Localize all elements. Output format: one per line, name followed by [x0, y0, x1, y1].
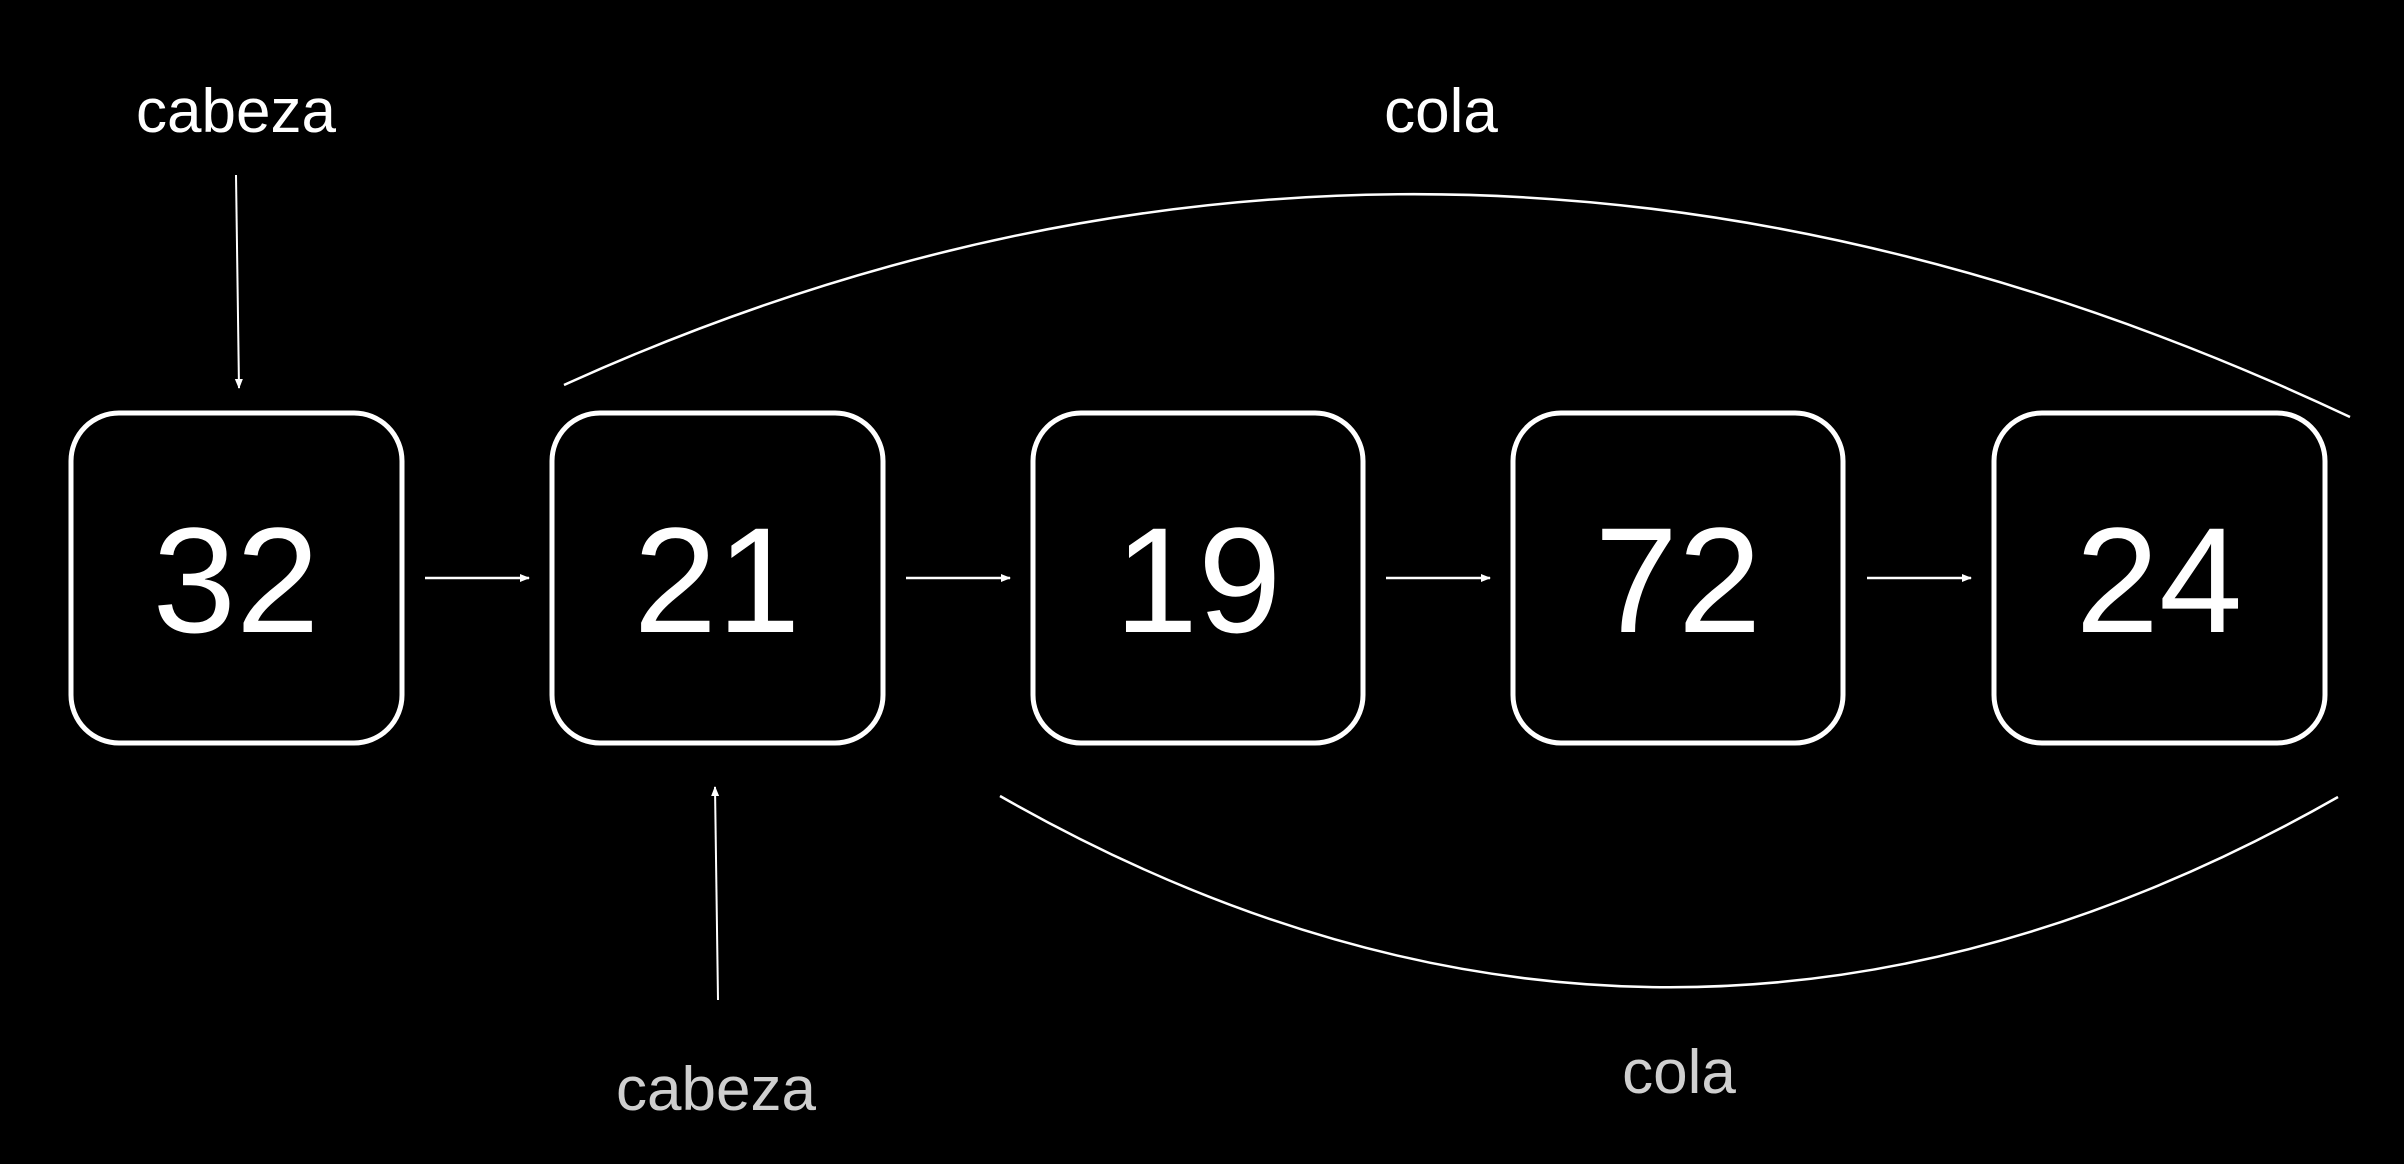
- bottom-head-pointer: [711, 786, 720, 1001]
- bottom-tail-brace: [999, 794, 2339, 989]
- node-box: [68, 410, 405, 746]
- node-4: 24: [1991, 410, 2328, 746]
- top-head-label: cabeza: [136, 77, 336, 146]
- node-3: 72: [1510, 410, 1846, 746]
- node-box: [549, 410, 886, 746]
- node-value: 32: [153, 496, 320, 664]
- node-2: 19: [1030, 410, 1366, 746]
- top-tail-brace: [563, 192, 2351, 419]
- node-1: 21: [549, 410, 886, 746]
- node-box: [1030, 410, 1366, 746]
- bottom-tail-label: cola: [1622, 1038, 1736, 1107]
- top-tail-label: cola: [1384, 77, 1498, 146]
- node-value: 24: [2076, 496, 2243, 664]
- node-value: 19: [1115, 496, 1282, 664]
- node-value: 72: [1595, 496, 1762, 664]
- node-0: 32: [68, 410, 405, 746]
- node-value: 21: [634, 496, 801, 664]
- bottom-head-label: cabeza: [616, 1055, 816, 1124]
- top-head-pointer: [234, 174, 243, 389]
- node-box: [1991, 410, 2328, 746]
- node-box: [1510, 410, 1846, 746]
